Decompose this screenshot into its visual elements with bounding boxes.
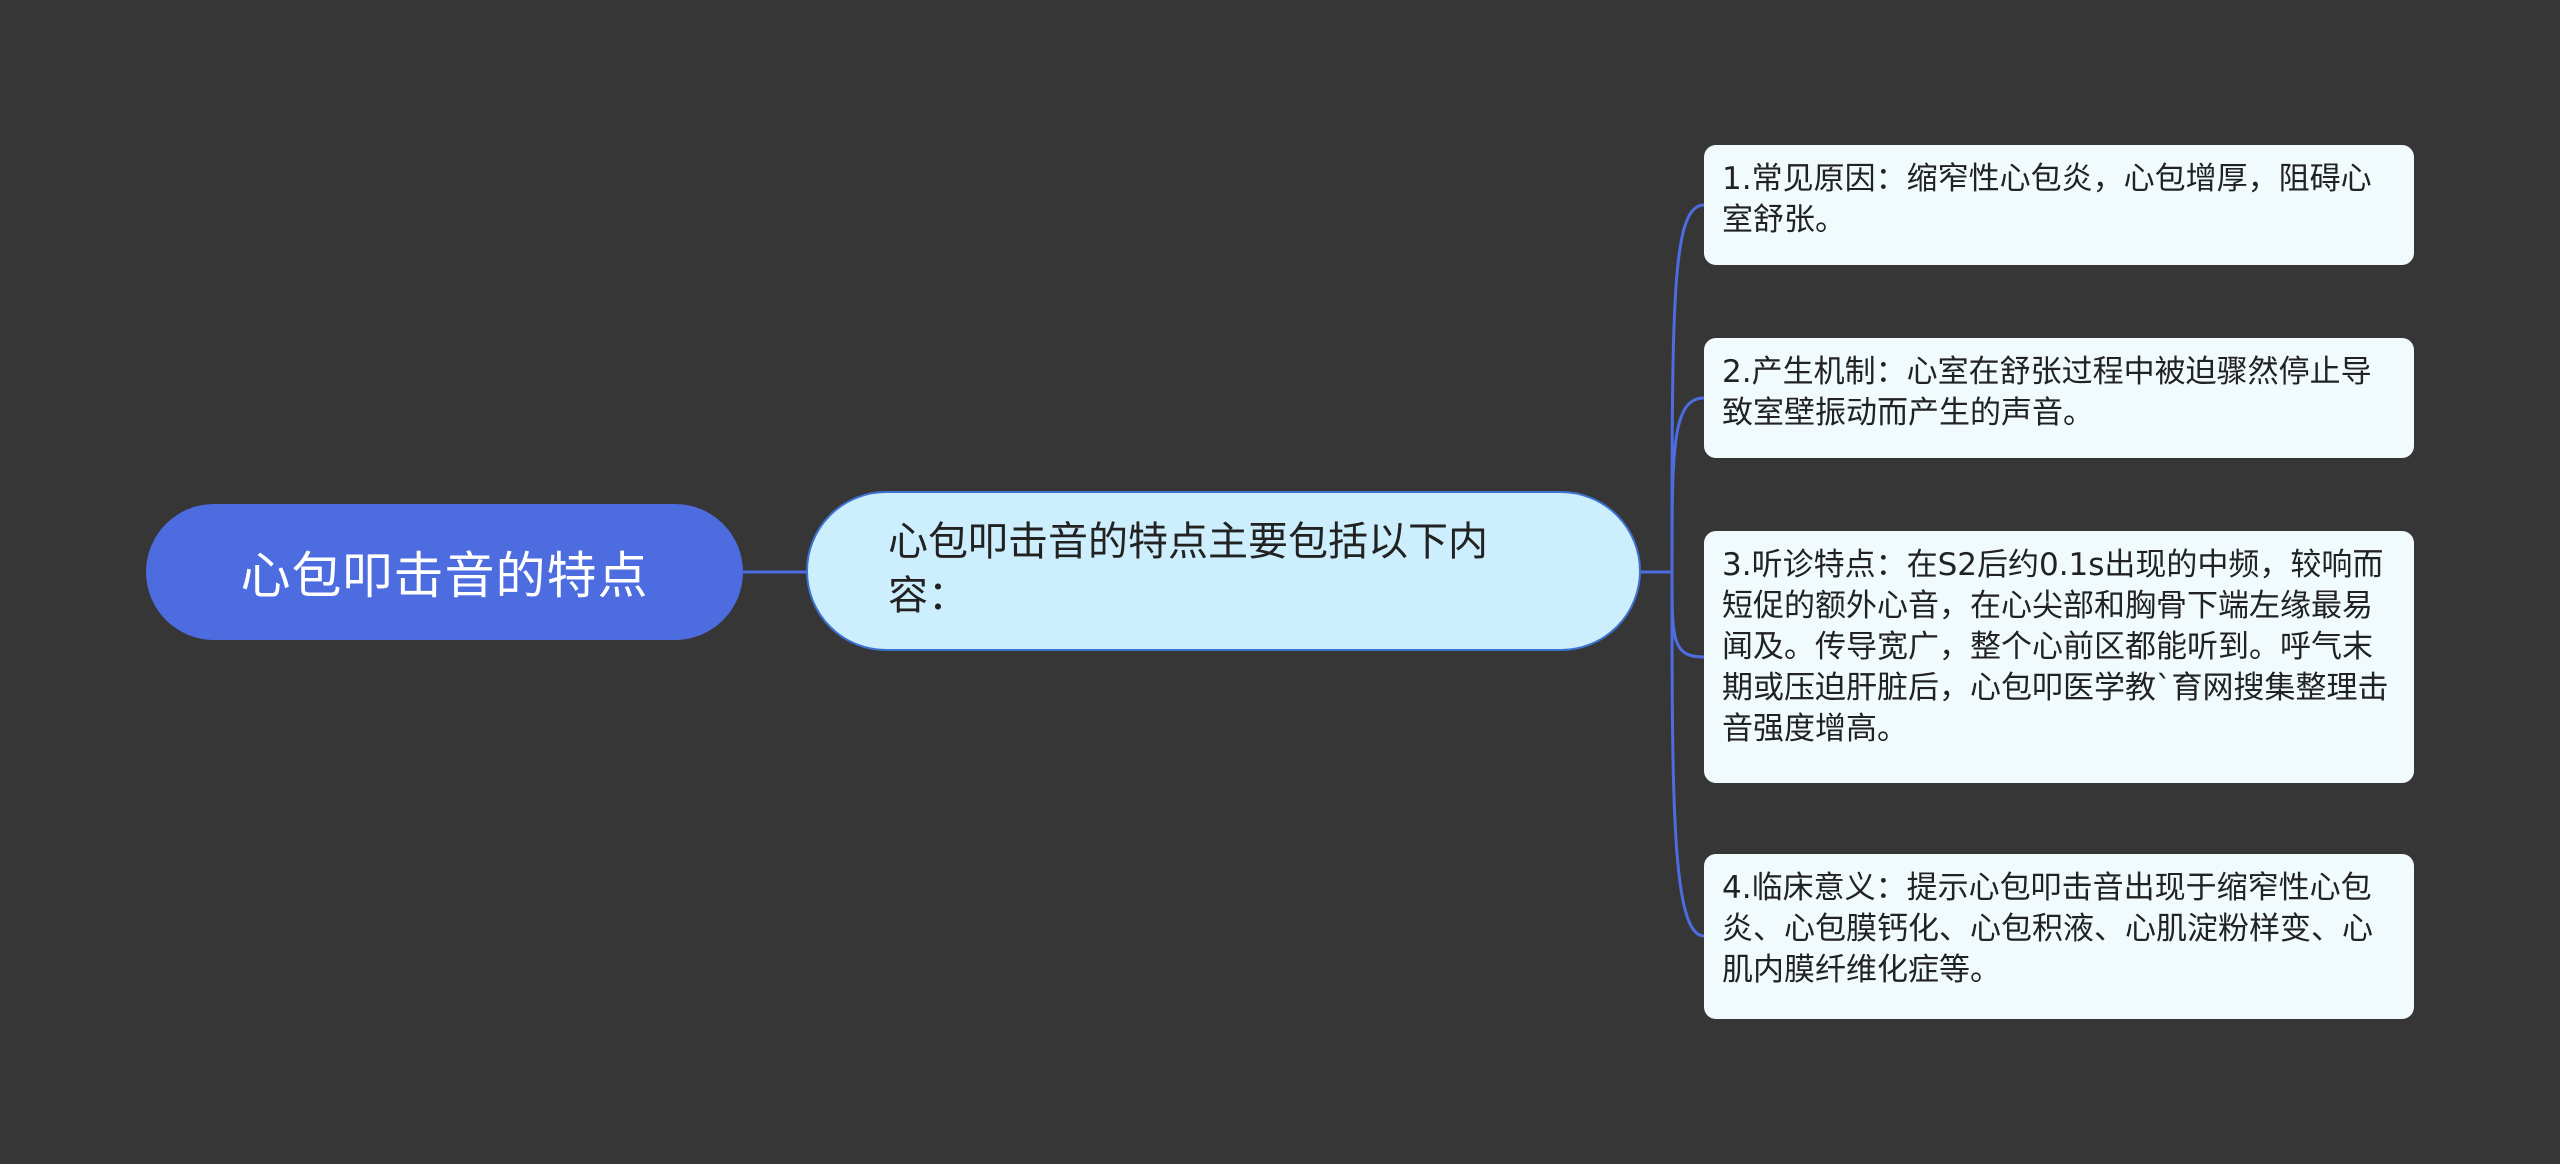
branch-connector-4	[1670, 571, 1705, 938]
branch-node-clinical-significance[interactable]: 4.临床意义：提示心包叩击音出现于缩窄性心包炎、心包膜钙化、心包积液、心肌淀粉样…	[1704, 854, 2414, 1019]
root-node-label: 心包叩击音的特点	[240, 547, 649, 605]
branch-connector-3	[1670, 571, 1705, 659]
branch-node-mechanism[interactable]: 2.产生机制：心室在舒张过程中被迫骤然停止导致室壁振动而产生的声音。	[1704, 338, 2414, 458]
branch-node-label: 4.临床意义：提示心包叩击音出现于缩窄性心包炎、心包膜钙化、心包积液、心肌淀粉样…	[1722, 870, 2373, 988]
branch-connector-1	[1670, 203, 1705, 573]
branch-node-label: 2.产生机制：心室在舒张过程中被迫骤然停止导致室壁振动而产生的声音。	[1722, 354, 2372, 431]
branch-node-causes[interactable]: 1.常见原因：缩窄性心包炎，心包增厚，阻碍心室舒张。	[1704, 145, 2414, 265]
branch-node-auscultation[interactable]: 3.听诊特点：在S2后约0.1s出现的中频，较响而短促的额外心音，在心尖部和胸骨…	[1704, 531, 2414, 783]
root-node[interactable]: 心包叩击音的特点	[146, 504, 743, 640]
branch-connector-2	[1670, 396, 1705, 573]
central-node[interactable]: 心包叩击音的特点主要包括以下内容：	[806, 491, 1641, 651]
central-node-label: 心包叩击音的特点主要包括以下内容：	[888, 519, 1488, 619]
branch-node-label: 3.听诊特点：在S2后约0.1s出现的中频，较响而短促的额外心音，在心尖部和胸骨…	[1722, 547, 2389, 747]
branch-node-label: 1.常见原因：缩窄性心包炎，心包增厚，阻碍心室舒张。	[1722, 161, 2372, 238]
